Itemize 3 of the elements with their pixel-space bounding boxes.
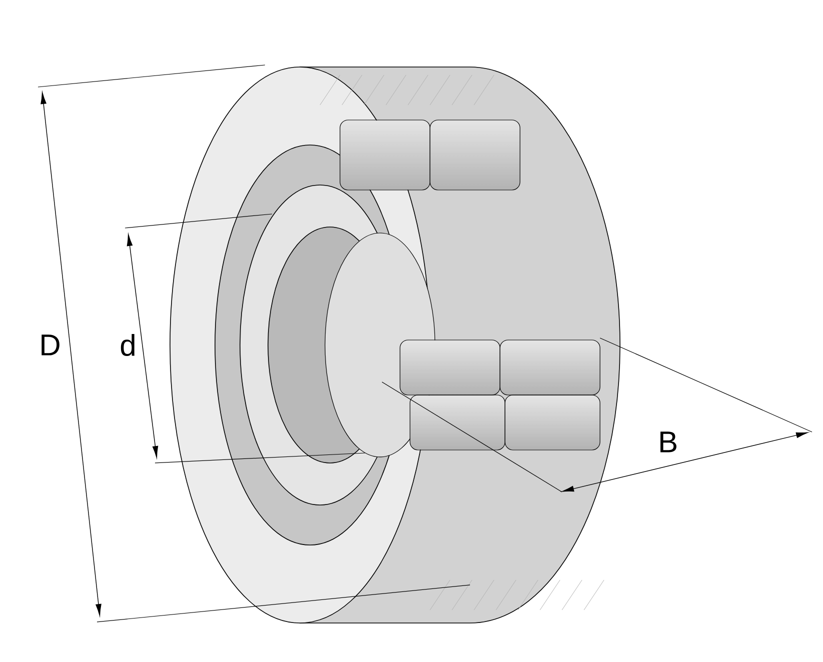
dimension-label: d	[120, 334, 134, 356]
dimension-label: D	[42, 334, 60, 356]
dimension-label: B	[660, 432, 676, 452]
